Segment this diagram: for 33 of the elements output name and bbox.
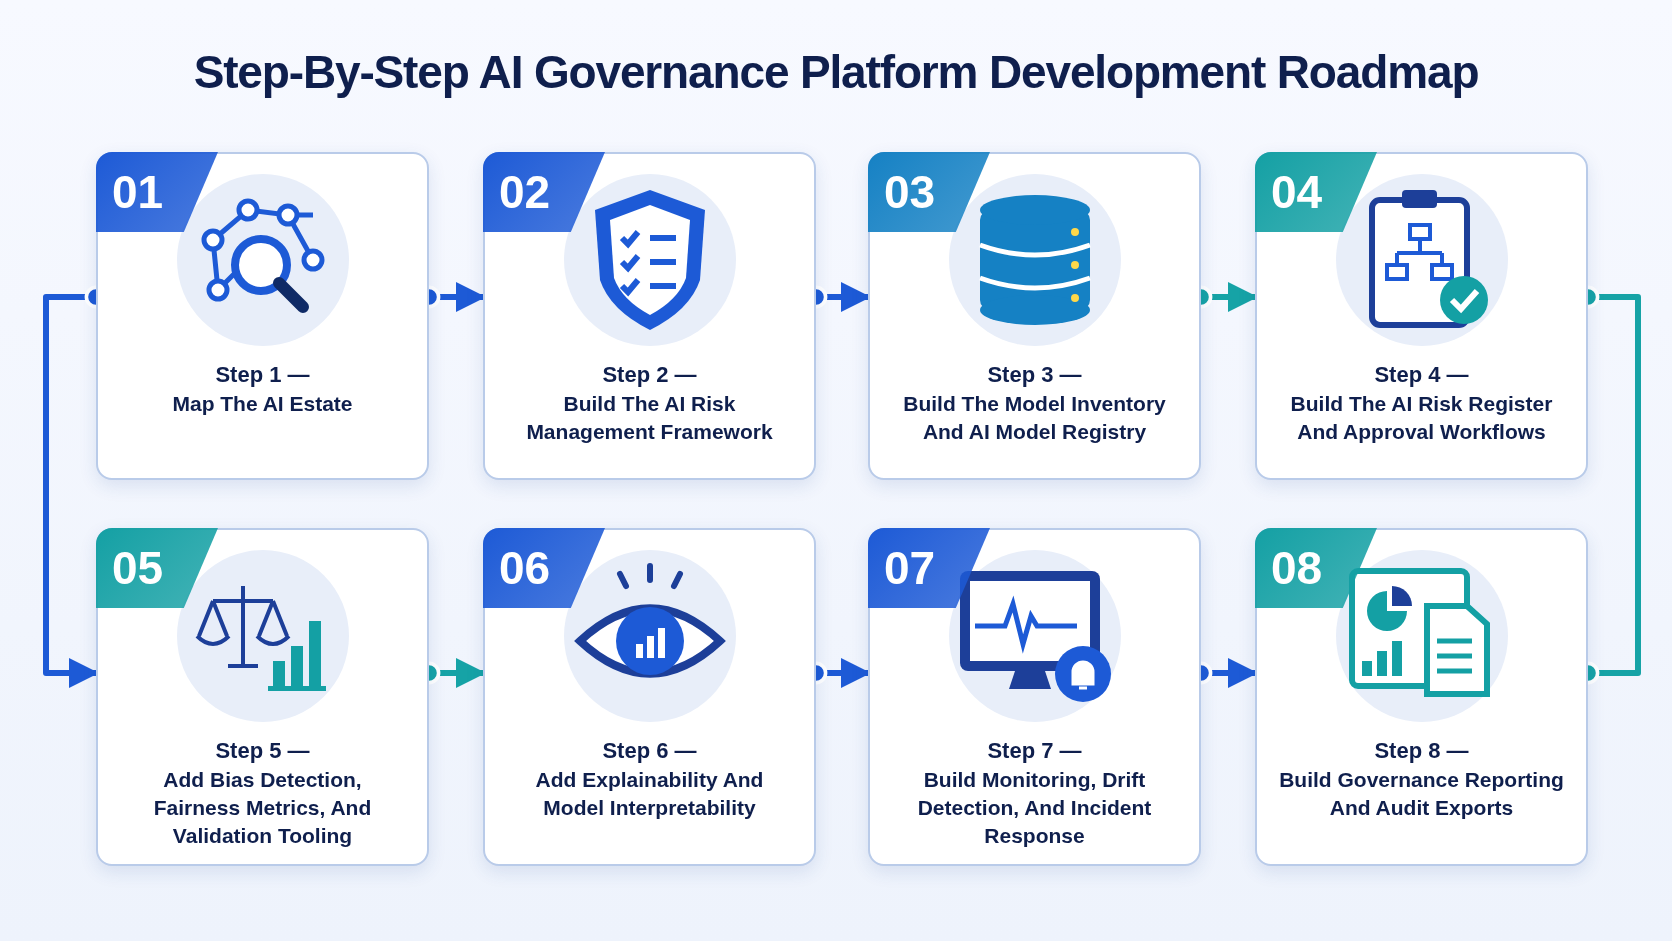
step-description: Build The AI Risk Register And Approval Workflows (1289, 391, 1554, 445)
step-card (868, 152, 1201, 480)
step-card (483, 528, 816, 866)
title: Step-By-Step AI Governance Platform Development Roadmap (192, 45, 1480, 100)
step-description: Add Bias Detection, Fairness Metrics, And Validation Tooling (152, 767, 373, 849)
step-heading: Step 5 — (215, 737, 310, 765)
step-heading: Step 6 — (602, 737, 697, 765)
step-card (1255, 152, 1588, 480)
step-heading: Step 2 — (602, 361, 697, 389)
step-description: Build Monitoring, Drift Detection, And Incident Response (916, 767, 1153, 849)
step-heading: Step 4 — (1374, 361, 1469, 389)
step-description: Build The AI Risk Management Framework (525, 391, 774, 445)
step-heading: Step 1 — (215, 361, 310, 389)
step-card (1255, 528, 1588, 866)
step-card (483, 152, 816, 480)
step-card (868, 528, 1201, 866)
number-badge: 02 (483, 152, 605, 232)
step-heading: Step 3 — (987, 361, 1082, 389)
step-description: Add Explainability And Model Interpretability (534, 767, 765, 821)
step-heading: Step 7 — (987, 737, 1082, 765)
step-heading: Step 8 — (1374, 737, 1469, 765)
number-badge: 05 (96, 528, 218, 608)
number-badge: 06 (483, 528, 605, 608)
number-badge: 08 (1255, 528, 1377, 608)
number-badge: 04 (1255, 152, 1377, 232)
step-card (96, 528, 429, 866)
step-description: Build The Model Inventory And AI Model Registry (902, 391, 1167, 445)
number-badge: 07 (868, 528, 990, 608)
number-badge: 01 (96, 152, 218, 232)
number-badge: 03 (868, 152, 990, 232)
step-card (96, 152, 429, 480)
step-description: Build Governance Reporting And Audit Exports (1278, 767, 1565, 821)
step-description: Map The AI Estate (172, 391, 353, 417)
